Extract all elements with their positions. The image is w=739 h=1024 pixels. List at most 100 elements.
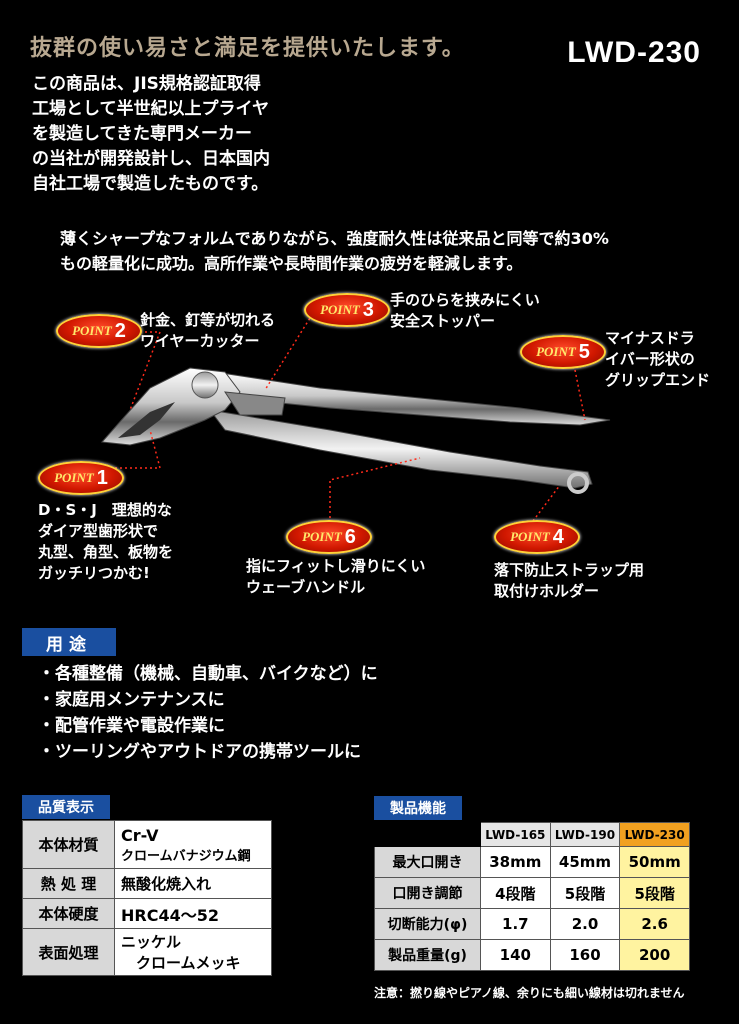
spec-table: LWD-165 LWD-190 LWD-230 最大口開き 38mm 45mm … <box>374 822 690 971</box>
pivot-bolt <box>191 371 219 399</box>
table-cell: ニッケル クロームメッキ <box>114 928 272 976</box>
point-word: POINT <box>302 529 342 544</box>
point-1-text: D・S・J 理想的な ダイア型歯形状で 丸型、角型、板物を ガッチリつかむ! <box>38 500 173 584</box>
headline: 抜群の使い易さと満足を提供いたします。 <box>30 36 465 61</box>
table-cell: 5段階 <box>619 877 690 909</box>
row-header: 切断能力(φ) <box>374 908 481 940</box>
cell-line: クロームバナジウム鋼 <box>121 848 251 864</box>
point-line: 手のひらを挟みにくい <box>390 291 540 309</box>
point-3-text: 手のひらを挟みにくい 安全ストッパー <box>390 290 540 332</box>
point-line: 落下防止ストラップ用 <box>494 561 645 579</box>
intro-line: この商品は、JIS規格認証取得 <box>32 74 261 94</box>
table-cell: 5段階 <box>549 877 621 909</box>
point-number: 6 <box>344 525 356 548</box>
usage-item: ・配管作業や電設作業に <box>38 716 225 736</box>
table-cell: 140 <box>480 939 551 971</box>
row-header: 本体硬度 <box>22 898 115 929</box>
table-row: 本体硬度 HRC44～52 <box>22 898 272 929</box>
quality-label: 品質表示 <box>22 795 110 819</box>
adjust-slot <box>224 391 286 416</box>
table-cell: 160 <box>549 939 621 971</box>
table-cell: 45mm <box>549 846 621 878</box>
point-line: 丸型、角型、板物を <box>38 543 174 561</box>
header-blank <box>374 822 481 847</box>
point-line: ガッチリつかむ! <box>38 564 150 582</box>
lead-line: 薄くシャープなフォルムでありながら、強度耐久性は従来品と同等で約30% <box>60 229 609 248</box>
point-word: POINT <box>536 344 576 359</box>
point-line: 安全ストッパー <box>390 312 496 330</box>
point-line: グリップエンド <box>605 371 711 389</box>
point-number: 4 <box>552 525 564 548</box>
point-number: 5 <box>578 340 590 363</box>
row-header: 熱 処 理 <box>22 868 115 899</box>
lower-handle <box>208 409 593 489</box>
cell-line: ニッケル <box>121 933 182 951</box>
table-cell: 1.7 <box>480 908 551 940</box>
table-cell: 200 <box>619 939 690 971</box>
table-row: 切断能力(φ) 1.7 2.0 2.6 <box>374 908 690 940</box>
table-row: 表面処理 ニッケル クロームメッキ <box>22 928 272 976</box>
table-cell: 無酸化焼入れ <box>114 868 272 899</box>
column-header: LWD-230 <box>619 822 690 847</box>
point-line: 指にフィットし滑りにくい <box>246 557 426 575</box>
caution-note: 注意：撚り線やピアノ線、余りにも細い線材は切れません <box>374 986 685 1000</box>
intro-line: の当社が開発設計し、日本国内 <box>32 149 270 169</box>
point-line: 取付けホルダー <box>494 582 600 600</box>
table-row: 製品重量(g) 140 160 200 <box>374 939 690 971</box>
point-5-text: マイナスドラ イバー形状の グリップエンド <box>605 328 710 391</box>
point-word: POINT <box>72 323 112 338</box>
point-word: POINT <box>320 302 360 317</box>
point-line: ダイア型歯形状で <box>38 522 159 540</box>
row-header: 製品重量(g) <box>374 939 481 971</box>
spec-label: 製品機能 <box>374 796 462 820</box>
point-number: 3 <box>362 298 374 321</box>
intro-text: この商品は、JIS規格認証取得 工場として半世紀以上プライヤ を製造してきた専門… <box>32 72 332 197</box>
point-line: マイナスドラ <box>605 329 695 347</box>
strap-holder-ring <box>567 472 589 494</box>
lead-text: 薄くシャープなフォルムでありながら、強度耐久性は従来品と同等で約30% もの軽量… <box>60 226 609 276</box>
table-row: 熱 処 理 無酸化焼入れ <box>22 868 272 899</box>
cell-line: クロームメッキ <box>121 954 241 972</box>
quality-table: 本体材質 Cr-V クロームバナジウム鋼 熱 処 理 無酸化焼入れ 本体硬度 HR… <box>22 820 272 976</box>
pliers-illustration <box>80 309 611 538</box>
row-header: 表面処理 <box>22 928 115 976</box>
intro-line: 自社工場で製造したものです。 <box>32 174 269 194</box>
table-cell: HRC44～52 <box>114 898 272 929</box>
model-number: LWD-230 <box>567 36 701 69</box>
column-header: LWD-190 <box>549 822 621 847</box>
point-2-text: 針金、釘等が切れる ワイヤーカッター <box>140 310 275 352</box>
point-line: D・S・J 理想的な <box>38 501 172 519</box>
table-cell: 2.0 <box>549 908 621 940</box>
intro-line: 工場として半世紀以上プライヤ <box>32 99 269 119</box>
usage-list: ・各種整備（機械、自動車、バイクなど）に ・家庭用メンテナンスに ・配管作業や電… <box>38 661 378 765</box>
point-word: POINT <box>510 529 550 544</box>
point-line: ワイヤーカッター <box>140 332 260 350</box>
jaw-teeth <box>118 402 175 438</box>
point-6-text: 指にフィットし滑りにくい ウェーブハンドル <box>246 556 425 598</box>
point-line: 針金、釘等が切れる <box>140 311 276 329</box>
point-4-text: 落下防止ストラップ用 取付けホルダー <box>494 560 644 602</box>
row-header: 最大口開き <box>374 846 481 878</box>
point-number: 1 <box>96 466 108 489</box>
table-cell: 4段階 <box>480 877 551 909</box>
point-word: POINT <box>54 470 94 485</box>
usage-item: ・各種整備（機械、自動車、バイクなど）に <box>38 664 378 684</box>
usage-item: ・家庭用メンテナンスに <box>38 690 225 710</box>
table-row: 口開き調節 4段階 5段階 5段階 <box>374 877 690 909</box>
table-row: 本体材質 Cr-V クロームバナジウム鋼 <box>22 820 272 869</box>
table-cell: 2.6 <box>619 908 690 940</box>
column-header: LWD-165 <box>480 822 551 847</box>
lead-line: もの軽量化に成功。高所作業や長時間作業の疲労を軽減します。 <box>60 254 523 273</box>
row-header: 本体材質 <box>22 820 115 869</box>
usage-item: ・ツーリングやアウトドアの携帯ツールに <box>38 742 361 762</box>
cell-line: Cr-V <box>121 825 159 845</box>
intro-line: を製造してきた専門メーカー <box>32 124 252 144</box>
point-line: ウェーブハンドル <box>246 578 366 596</box>
table-row: 最大口開き 38mm 45mm 50mm <box>374 846 690 878</box>
